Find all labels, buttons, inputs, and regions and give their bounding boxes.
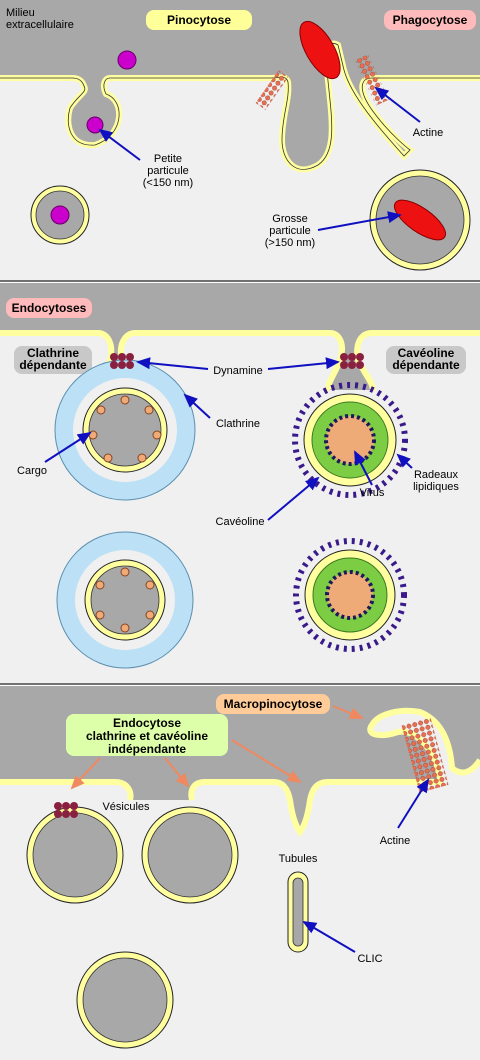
dynamine-label: Dynamine (213, 365, 263, 377)
arrow-radeaux (396, 453, 413, 469)
milieu-line1: Milieu (6, 7, 35, 19)
large-particle-in-phagosome (393, 199, 447, 241)
tubules-label: Tubules (279, 853, 318, 865)
pinocytose-tag-bg (146, 10, 252, 30)
arrow-dynamine-right (267, 357, 340, 370)
virus-label: Virus (360, 487, 385, 499)
virus-2 (325, 570, 375, 620)
endocytoses-tag-bg (6, 298, 92, 318)
arrow-clathrine (183, 393, 211, 419)
endocytose-independante-tag-bg (66, 714, 228, 756)
caveoline-dependante-tag-bg (386, 346, 466, 374)
actin-macropinocytosis (401, 717, 449, 793)
arrow-orange-3 (231, 739, 302, 784)
lipid-rafts-1 (292, 382, 408, 498)
arrow-dynamine-left (136, 357, 209, 370)
arrow-caveoline (267, 476, 320, 521)
small-particle-outside (117, 50, 137, 70)
arrow-clic (302, 920, 356, 953)
clic-label: CLIC (357, 953, 382, 965)
cargo-label: Cargo (17, 465, 47, 477)
vesicle-2-lumen (147, 812, 233, 898)
phagocytose-tag-bg (384, 10, 476, 30)
large-particle-outside (299, 20, 341, 80)
macropinocytose-tag-bg (216, 694, 330, 714)
phagocytose-tag: Phagocytose (393, 13, 468, 27)
dynamin-3 (54, 802, 78, 818)
arrow-virus (354, 450, 373, 486)
endocytoses-tag: Endocytoses (12, 301, 87, 315)
arrow-actine-1 (374, 86, 421, 123)
clathrine-dependante-tag-bg (14, 346, 92, 374)
actine-label-1: Actine (413, 127, 444, 139)
arrow-grosse-particule (317, 211, 402, 231)
clathrin-vesicle-lumen-1 (88, 393, 162, 467)
arrow-actine-3 (397, 778, 430, 829)
extracellular-region-1 (0, 0, 480, 170)
actine-label-3: Actine (380, 835, 411, 847)
cargo-group-1 (88, 395, 162, 463)
virus-1 (324, 414, 376, 466)
caveoline-label: Cavéoline (216, 516, 265, 528)
vesicules-label: Vésicules (102, 801, 150, 813)
arrow-cargo (44, 431, 92, 463)
dynamin-1 (110, 353, 134, 369)
arrow-petite-particule (98, 128, 141, 161)
vesicle-3-lumen (82, 957, 168, 1043)
macropinocytose-tag: Macropinocytose (224, 697, 323, 711)
lipid-rafts-2 (293, 538, 407, 652)
arrow-orange-1 (70, 757, 101, 790)
clathrine-label: Clathrine (216, 418, 260, 430)
dynamin-2 (340, 353, 364, 369)
pinocytose-tag: Pinocytose (167, 13, 231, 27)
arrow-orange-2 (164, 757, 190, 788)
vesicle-1-lumen (32, 812, 118, 898)
small-particle-in-vesicle (50, 205, 70, 225)
plasma-membrane-outline-1 (0, 43, 480, 170)
clic-tubule-lumen (292, 877, 304, 947)
milieu-line2: extracellulaire (6, 19, 74, 31)
arrow-orange-4 (332, 705, 364, 719)
actin-left (255, 70, 289, 110)
cargo-group-2 (95, 567, 155, 633)
clathrin-vesicle-lumen-2 (90, 565, 160, 635)
